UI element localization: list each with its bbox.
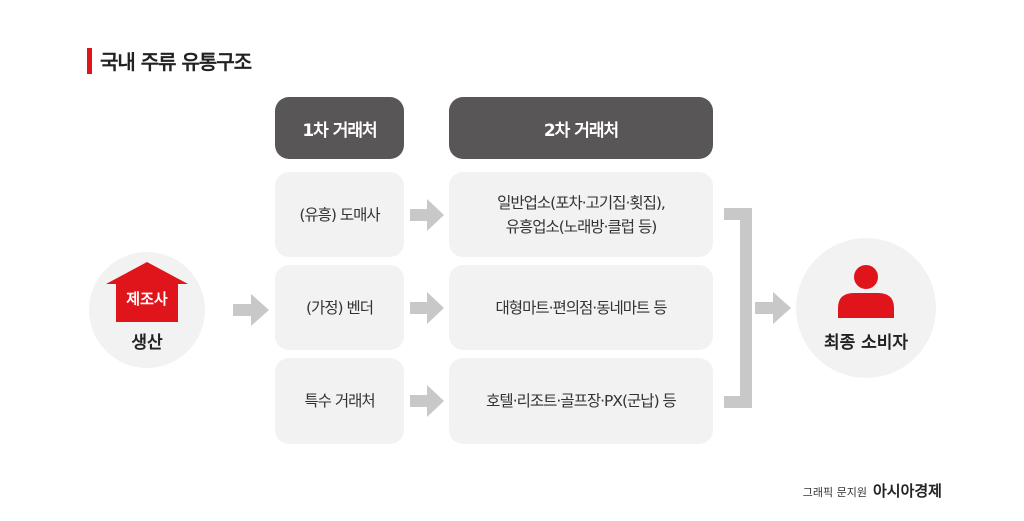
title-accent-bar xyxy=(87,48,92,74)
credit-text: 그래픽 문지원 xyxy=(802,486,867,499)
second-tier-entertainment: 일반업소(포차·고기집·횟집), 유흥업소(노래방·클럽 등) xyxy=(449,172,713,257)
second-tier-special: 호텔·리조트·골프장·PX(군납) 등 xyxy=(449,358,713,444)
credit: 그래픽 문지원 아시아경제 xyxy=(803,480,942,501)
consumer-label: 최종 소비자 xyxy=(823,333,909,353)
brand-logo: 아시아경제 xyxy=(872,482,942,500)
first-tier-vendor: (가정) 벤더 xyxy=(275,265,404,350)
producer-badge: 제조사 xyxy=(126,290,168,308)
header-first-tier: 1차 거래처 xyxy=(275,97,404,159)
arrow-right-icon xyxy=(410,199,444,231)
arrow-right-icon xyxy=(410,292,444,324)
header-second-tier: 2차 거래처 xyxy=(449,97,713,159)
arrow-right-icon xyxy=(410,385,444,417)
person-icon xyxy=(838,265,894,318)
arrow-right-icon xyxy=(233,294,269,326)
arrow-right-icon xyxy=(755,292,791,324)
producer-label: 생산 xyxy=(131,333,163,353)
factory-house-icon xyxy=(106,262,188,322)
merge-bracket xyxy=(724,208,752,408)
page-title: 국내 주류 유통구조 xyxy=(100,50,252,74)
first-tier-wholesaler: (유흥) 도매사 xyxy=(275,172,404,257)
second-tier-retail: 대형마트·편의점·동네마트 등 xyxy=(449,265,713,350)
first-tier-special: 특수 거래처 xyxy=(275,358,404,444)
